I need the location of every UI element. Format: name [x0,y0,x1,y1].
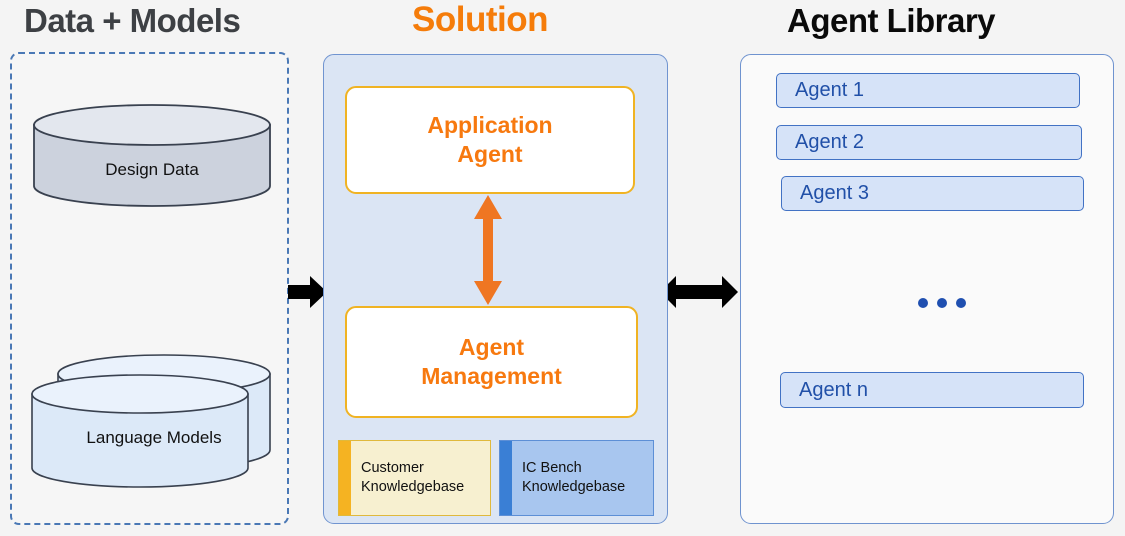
language-models-cylinder: Language Models [28,350,280,490]
language-models-label: Language Models [86,428,222,447]
ic-bench-knowledgebase-accent-bar [500,441,512,515]
agent-list-item-1[interactable]: Agent 1 [776,73,1080,108]
column-title-data-models: Data + Models [24,2,241,39]
solution-to-library-arrow [660,276,738,308]
ic-bench-knowledgebase-label: IC Bench Knowledgebase [522,460,626,495]
dot-2 [937,298,947,308]
stacked-cylinder-shape [31,354,271,488]
design-data-label: Design Data [105,160,199,179]
application-agent-box[interactable]: Application Agent [345,86,635,194]
application-agent-label: Application Agent [427,111,553,167]
column-title-solution: Solution [412,0,548,39]
agent-list-item-n[interactable]: Agent n [780,372,1084,408]
agent-list-item-3[interactable]: Agent 3 [781,176,1084,211]
column-title-agent-library: Agent Library [787,2,996,39]
agent-management-label: Agent Management [421,333,562,389]
design-data-cylinder: Design Data [32,103,272,208]
customer-knowledgebase-label: Customer Knowledgebase [361,460,465,495]
dot-3 [956,298,966,308]
cylinder-shape [33,104,271,207]
agent-list-ellipsis-icon [918,298,966,308]
agent-management-box[interactable]: Agent Management [345,306,638,418]
agent-list-item-2[interactable]: Agent 2 [776,125,1082,160]
customer-knowledgebase-accent-bar [339,441,351,515]
data-to-solution-arrow [288,276,327,308]
customer-knowledgebase-box[interactable]: Customer Knowledgebase [338,440,491,516]
agent-link-double-arrow-icon [474,195,502,305]
ic-bench-knowledgebase-box[interactable]: IC Bench Knowledgebase [499,440,654,516]
dot-1 [918,298,928,308]
